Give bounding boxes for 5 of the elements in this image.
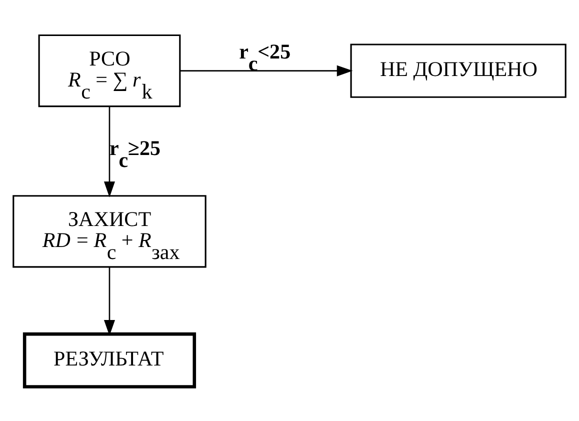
arrow xyxy=(104,266,116,336)
node-box: РЕЗУЛЬТАТ xyxy=(22,332,196,388)
node-box: НЕ ДОПУЩЕНО xyxy=(350,43,566,98)
arrow xyxy=(104,106,116,197)
arrow xyxy=(180,64,353,76)
